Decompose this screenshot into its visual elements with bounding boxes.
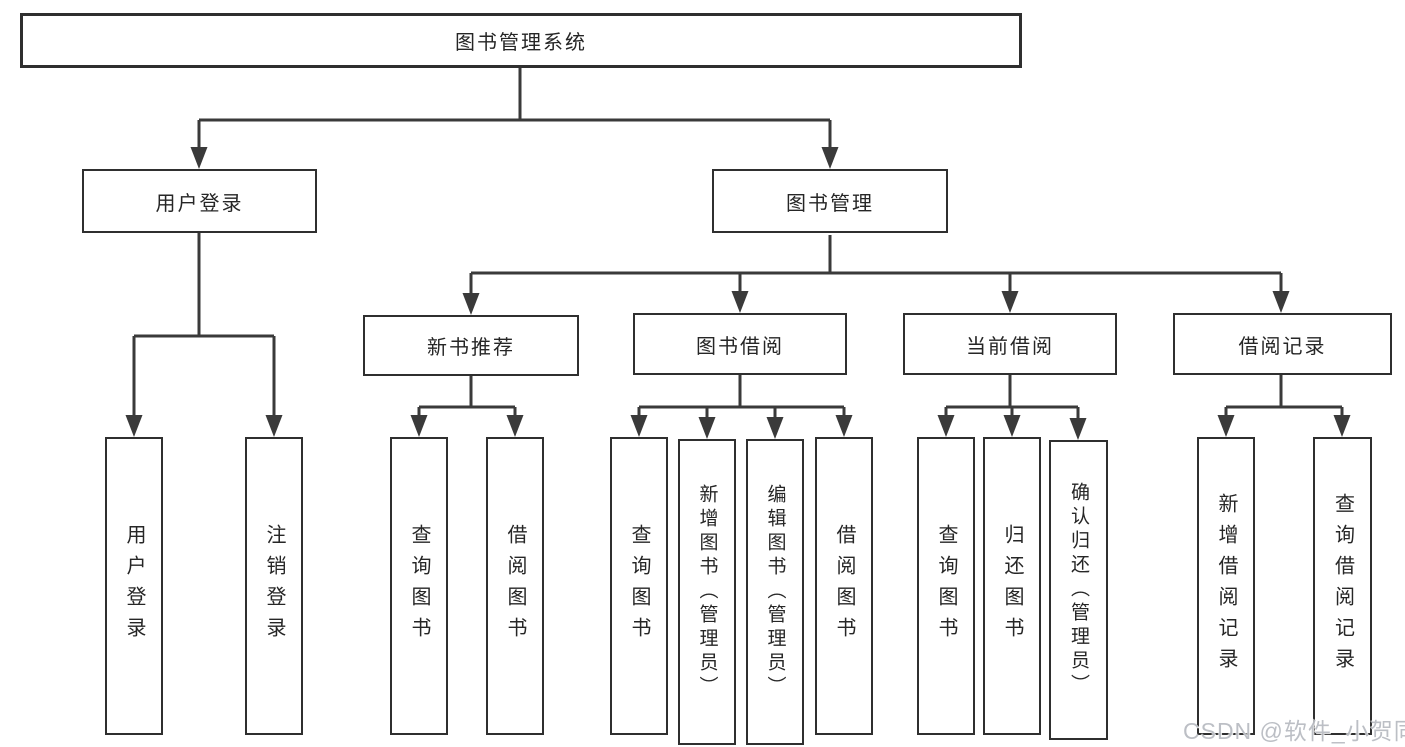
node-current-borrowing: 当前借阅 <box>903 313 1117 375</box>
node-label: 图书借阅 <box>696 335 784 358</box>
node-label: 用户登录 <box>123 524 145 648</box>
node-edit-books-admin: 编辑图书（管理员） <box>746 439 804 745</box>
node-user-login-branch: 用户登录 <box>82 169 317 233</box>
node-label: 借阅记录 <box>1238 335 1327 358</box>
node-label: 查询图书 <box>628 524 650 648</box>
node-book-borrowing: 图书借阅 <box>633 313 847 375</box>
node-label: 确认归还（管理员） <box>1068 482 1089 698</box>
node-borrow-books: 借阅图书 <box>815 437 873 735</box>
node-label: 当前借阅 <box>966 335 1054 358</box>
node-borrowing-records: 借阅记录 <box>1173 313 1392 375</box>
node-logout: 注销登录 <box>245 437 303 735</box>
node-label: 借阅图书 <box>833 524 855 648</box>
node-label: 查询借阅记录 <box>1331 493 1354 679</box>
node-label: 新增图书（管理员） <box>696 484 718 700</box>
node-query-books-recommend: 查询图书 <box>390 437 448 735</box>
node-label: 图书管理 <box>786 192 874 215</box>
node-user-login-leaf: 用户登录 <box>105 437 163 735</box>
node-label: 查询图书 <box>408 524 430 648</box>
node-new-book-recommendation: 新书推荐 <box>363 315 579 376</box>
node-add-books-admin: 新增图书（管理员） <box>678 439 736 745</box>
node-label: 图书管理系统 <box>455 32 587 54</box>
csdn-watermark: CSDN @软件_小贺同学 <box>1183 718 1405 744</box>
node-query-books-current: 查询图书 <box>917 437 975 735</box>
node-label: 编辑图书（管理员） <box>764 484 786 700</box>
node-add-borrow-record: 新增借阅记录 <box>1197 437 1255 735</box>
node-return-books: 归还图书 <box>983 437 1041 735</box>
node-label: 借阅图书 <box>504 524 526 648</box>
node-label: 新增借阅记录 <box>1215 493 1237 679</box>
node-label: 查询图书 <box>935 524 957 648</box>
node-book-management-branch: 图书管理 <box>712 169 948 233</box>
node-label: 用户登录 <box>155 192 244 215</box>
node-confirm-return-admin: 确认归还（管理员） <box>1049 440 1108 740</box>
node-label: 归还图书 <box>1001 524 1023 648</box>
node-label: 新书推荐 <box>427 337 515 359</box>
node-library-management-system: 图书管理系统 <box>20 13 1022 68</box>
node-label: 注销登录 <box>263 524 285 648</box>
node-query-books-borrowing: 查询图书 <box>610 437 668 735</box>
node-query-borrow-record: 查询借阅记录 <box>1313 437 1372 735</box>
node-borrow-books-recommend: 借阅图书 <box>486 437 544 735</box>
